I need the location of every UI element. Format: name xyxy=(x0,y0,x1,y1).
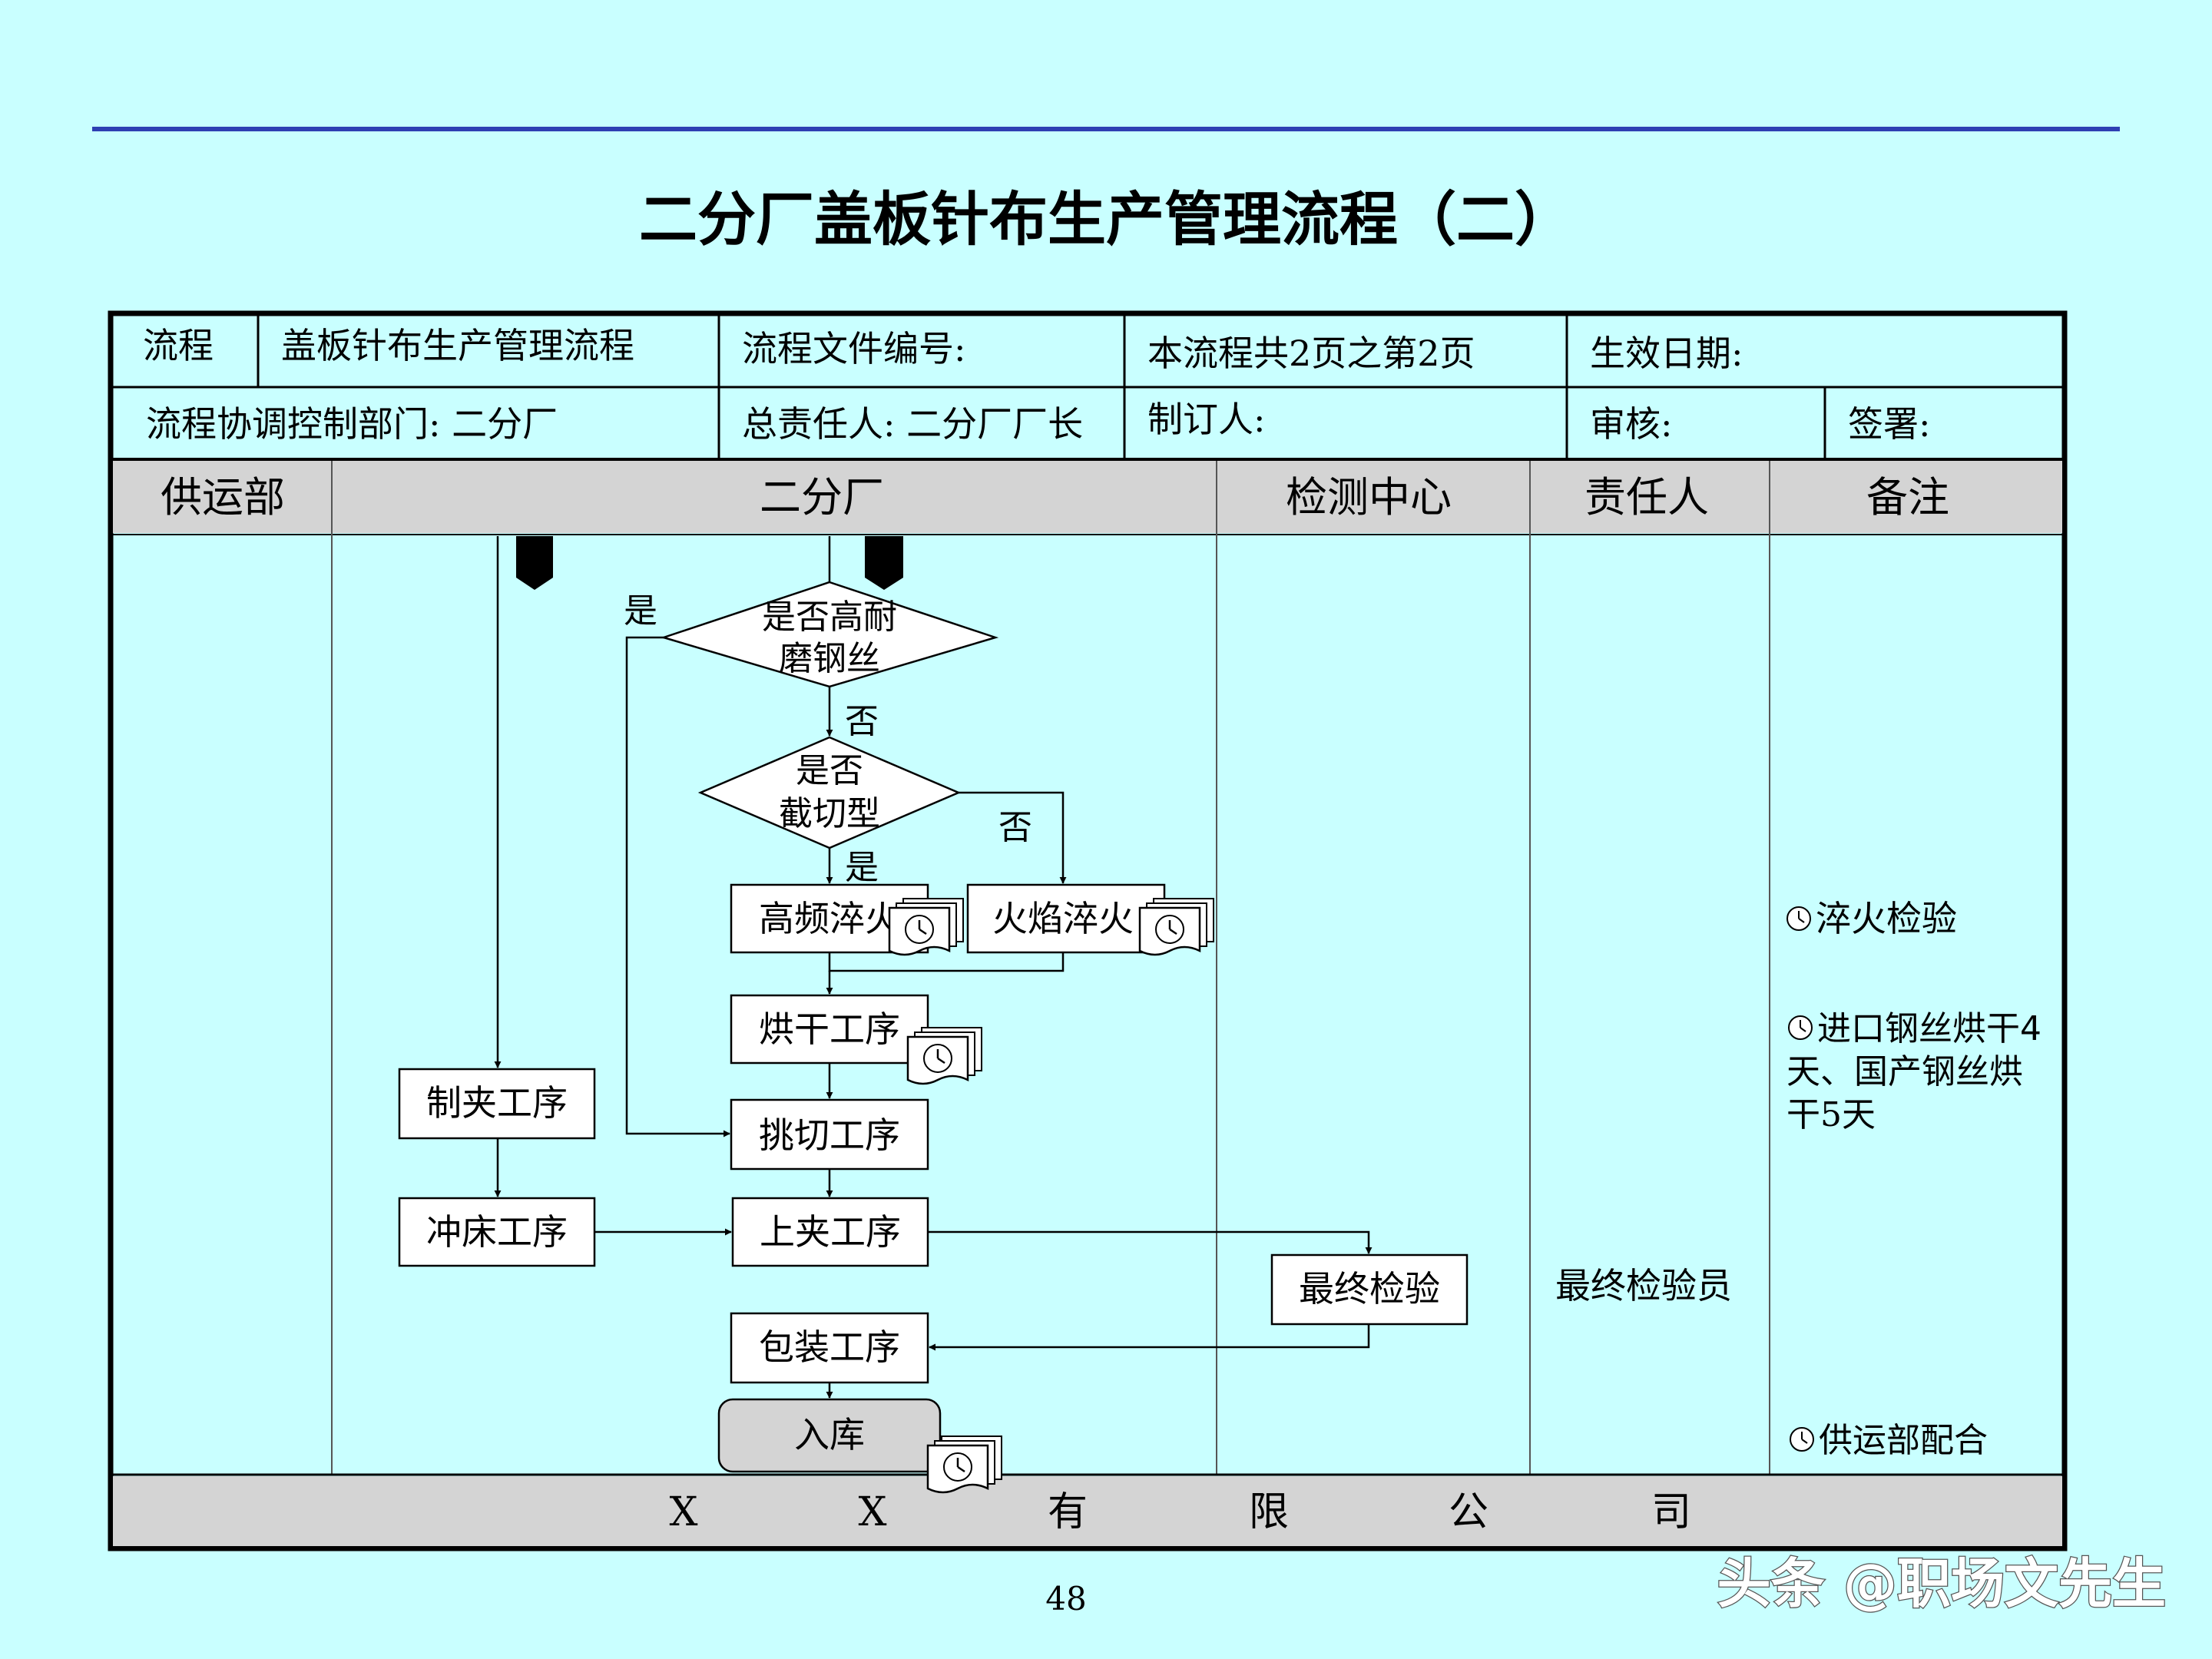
label-no-1: 否 xyxy=(845,702,879,741)
edge-final-pack xyxy=(929,1324,1370,1351)
footer-band xyxy=(113,1476,2062,1546)
edge-merge-quench xyxy=(828,952,1065,972)
header-sign: 签署: xyxy=(1848,403,1931,445)
header-coord-dept: 流程协调控制部门: 二分厂 xyxy=(146,403,558,445)
header-process-label: 流程 xyxy=(143,325,214,366)
decision-cut-type xyxy=(697,736,962,849)
header-effective-date: 生效日期: xyxy=(1590,333,1743,374)
decision-cut-type-line2: 截切型 xyxy=(779,794,880,833)
box-storage-label: 入库 xyxy=(794,1414,865,1455)
footer-char-6: 司 xyxy=(1651,1489,1691,1535)
lane-supply: 供运部 xyxy=(161,473,285,522)
label-yes-2: 是 xyxy=(845,848,879,887)
footer-char-5: 公 xyxy=(1449,1489,1488,1535)
note-dry-line3: 干5天 xyxy=(1786,1095,1876,1134)
box-make-clip-label: 制夹工序 xyxy=(426,1082,568,1124)
clock-icon-quench xyxy=(1786,906,1811,931)
header-page-count: 本流程共2页之第2页 xyxy=(1147,333,1475,374)
box-pack xyxy=(730,1312,929,1384)
lane-header-band xyxy=(113,461,2062,533)
decision-high-wear xyxy=(660,581,999,688)
note-dry-line2: 天、国产钢丝烘 xyxy=(1786,1052,2023,1091)
note-quench: 淬火检验 xyxy=(1816,898,1957,939)
record-clock-icon-high-freq xyxy=(888,897,965,956)
page-title: 二分厂盖板针布生产管理流程（二） xyxy=(639,185,1573,253)
label-no-2: 否 xyxy=(998,808,1032,847)
decision-high-wear-line1: 是否高耐 xyxy=(762,598,897,637)
watermark: 头条 @职场文先生 xyxy=(1717,1552,2166,1615)
box-dry-label: 烘干工序 xyxy=(759,1008,900,1050)
footer-char-2: X xyxy=(858,1489,886,1535)
edge-d1-yes xyxy=(625,636,730,1137)
edge-upper-final xyxy=(928,1230,1373,1254)
footer-char-3: 有 xyxy=(1048,1489,1088,1535)
header-review: 审核: xyxy=(1590,403,1673,445)
header-author: 制订人: xyxy=(1147,399,1266,440)
lane-plant2: 二分厂 xyxy=(760,473,884,522)
edge-d2-no xyxy=(959,791,1067,884)
table-frame xyxy=(108,310,2068,1551)
box-final-check-label: 最终检验 xyxy=(1299,1268,1440,1310)
header-process-name: 盖板针布生产管理流程 xyxy=(281,325,634,366)
box-punch xyxy=(398,1197,596,1267)
box-storage xyxy=(717,1398,942,1473)
off-page-connector-left xyxy=(516,536,553,590)
page-number: 48 xyxy=(1045,1580,1086,1618)
footer-char-4: 限 xyxy=(1249,1489,1289,1535)
record-clock-icon-dry xyxy=(906,1026,983,1085)
header-doc-number: 流程文件编号: xyxy=(742,328,966,369)
responsible-final-inspector: 最终检验员 xyxy=(1555,1265,1732,1306)
footer-char-1: X xyxy=(669,1489,697,1535)
lane-responsible: 责任人 xyxy=(1584,473,1709,522)
lane-notes: 备注 xyxy=(1866,473,1949,522)
record-clock-icon-flame xyxy=(1138,897,1215,956)
header-owner: 总责任人: 二分厂厂长 xyxy=(742,403,1083,445)
clock-icon-supply xyxy=(1790,1427,1814,1452)
box-dry xyxy=(730,994,929,1065)
box-pack-label: 包装工序 xyxy=(759,1326,900,1368)
box-flame-label: 火焰淬火 xyxy=(992,898,1134,939)
box-upper-clip xyxy=(731,1197,929,1267)
box-upper-clip-label: 上夹工序 xyxy=(760,1211,901,1253)
box-make-clip xyxy=(398,1068,596,1140)
decision-high-wear-line2: 磨钢丝 xyxy=(779,639,880,678)
record-clock-icon-storage xyxy=(926,1435,1003,1494)
clock-icon-dry xyxy=(1788,1015,1813,1040)
label-yes-1: 是 xyxy=(624,591,657,631)
off-page-connector-right xyxy=(865,536,903,590)
note-supply: 供运部配合 xyxy=(1819,1421,1988,1460)
box-pick-cut-label: 挑切工序 xyxy=(759,1114,900,1156)
box-high-freq-label: 高频淬火 xyxy=(759,898,900,939)
lane-testing: 检测中心 xyxy=(1286,473,1452,522)
box-pick-cut xyxy=(730,1098,929,1171)
note-dry-line1: 进口钢丝烘干4 xyxy=(1817,1009,2041,1048)
box-punch-label: 冲床工序 xyxy=(426,1211,568,1253)
box-final-check xyxy=(1270,1253,1469,1326)
decision-cut-type-line1: 是否 xyxy=(796,751,863,790)
